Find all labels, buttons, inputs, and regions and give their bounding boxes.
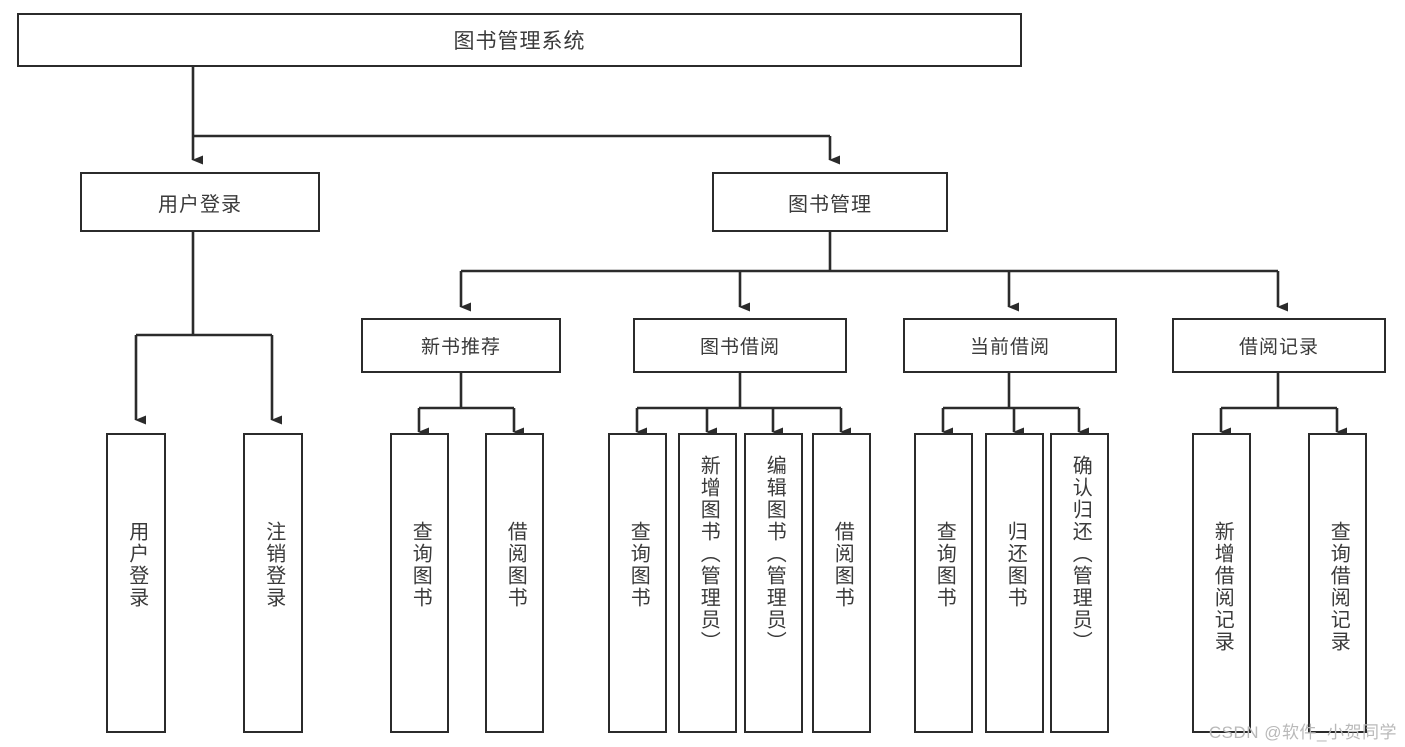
- node-current-borrow-label: 当前借阅: [969, 337, 1050, 358]
- node-root[interactable]: 图书管理系统: [17, 13, 1022, 67]
- leaf-user-login-label: 用户登录: [125, 521, 148, 609]
- leaf-borrow-book-new[interactable]: 借阅图书: [485, 433, 544, 733]
- leaf-user-login[interactable]: 用户登录: [106, 433, 166, 733]
- leaf-query-book-borrow-label: 查询图书: [627, 521, 650, 609]
- node-new-book-recommend[interactable]: 新书推荐: [361, 318, 561, 373]
- node-book-management-label: 图书管理: [788, 193, 872, 216]
- leaf-edit-book-admin[interactable]: 编辑图书（管理员）: [744, 433, 803, 733]
- leaf-return-book[interactable]: 归还图书: [985, 433, 1044, 733]
- leaf-confirm-return-admin-label: 确认归还（管理员）: [1069, 455, 1092, 653]
- leaf-borrow-book-new-label: 借阅图书: [504, 521, 527, 609]
- leaf-query-book-new-label: 查询图书: [409, 521, 432, 609]
- leaf-query-book-borrow[interactable]: 查询图书: [608, 433, 667, 733]
- leaf-query-borrow-record[interactable]: 查询借阅记录: [1308, 433, 1367, 733]
- leaf-borrow-book[interactable]: 借阅图书: [812, 433, 871, 733]
- leaf-edit-book-admin-label: 编辑图书（管理员）: [763, 455, 786, 653]
- node-user-login-label: 用户登录: [158, 193, 242, 216]
- leaf-logout[interactable]: 注销登录: [243, 433, 303, 733]
- leaf-confirm-return-admin[interactable]: 确认归还（管理员）: [1050, 433, 1109, 733]
- node-current-borrow[interactable]: 当前借阅: [903, 318, 1117, 373]
- node-book-management[interactable]: 图书管理: [712, 172, 948, 232]
- node-borrow-record-label: 借阅记录: [1238, 337, 1319, 358]
- node-new-book-recommend-label: 新书推荐: [420, 337, 501, 358]
- leaf-return-book-label: 归还图书: [1004, 521, 1027, 609]
- leaf-add-borrow-record[interactable]: 新增借阅记录: [1192, 433, 1251, 733]
- node-user-login[interactable]: 用户登录: [80, 172, 320, 232]
- leaf-add-book-admin[interactable]: 新增图书（管理员）: [678, 433, 737, 733]
- leaf-query-book-new[interactable]: 查询图书: [390, 433, 449, 733]
- leaf-query-borrow-record-label: 查询借阅记录: [1327, 521, 1350, 653]
- leaf-borrow-book-label: 借阅图书: [831, 521, 854, 609]
- leaf-query-book-current[interactable]: 查询图书: [914, 433, 973, 733]
- node-book-borrow-label: 图书借阅: [699, 337, 780, 358]
- leaf-logout-label: 注销登录: [262, 521, 285, 609]
- leaf-add-book-admin-label: 新增图书（管理员）: [697, 455, 720, 653]
- node-root-label: 图书管理系统: [453, 30, 586, 53]
- leaf-query-book-current-label: 查询图书: [933, 521, 956, 609]
- node-borrow-record[interactable]: 借阅记录: [1172, 318, 1386, 373]
- node-book-borrow[interactable]: 图书借阅: [633, 318, 847, 373]
- watermark: CSDN @软件_小贺同学: [1208, 723, 1397, 742]
- leaf-add-borrow-record-label: 新增借阅记录: [1211, 521, 1234, 653]
